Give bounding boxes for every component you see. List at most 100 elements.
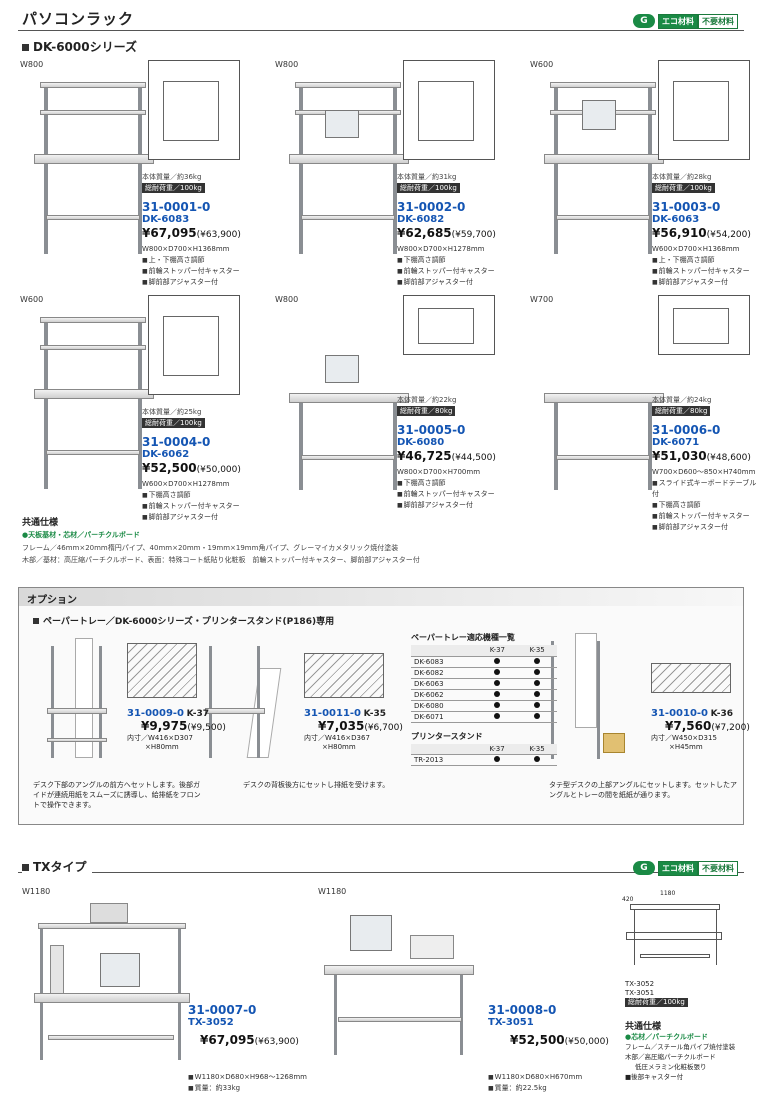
model-cell: DK-6071 (411, 711, 478, 723)
model-cell: DK-6083 (411, 656, 478, 668)
product-code: 31-0002-0 (397, 200, 466, 214)
tx3052-spec: W1180×D680×H968～1268mm 質量：約33kg (188, 1072, 307, 1094)
printer-row: TR-2013 (411, 754, 557, 766)
product-size: W800×D700×H700mm (397, 468, 481, 476)
tx-dim-depth: 420 (622, 896, 634, 903)
product-model: DK-6062 (142, 449, 190, 460)
options-panel: オプション ペーパートレー／DK-6000シリーズ・プリンタースタンド(P186… (18, 587, 750, 825)
compat-mark (517, 700, 557, 712)
option-price: ¥7,560(¥7,200) (665, 719, 750, 733)
product-width: W800 (275, 295, 299, 304)
product-width: W600 (20, 295, 44, 304)
compat-mark (517, 656, 557, 668)
compat-row: DK-6071 (411, 711, 557, 723)
product-load: 総耐荷重／100kg (397, 183, 460, 193)
tx-common-l1: フレーム／スチール角パイプ焼付塗装 (625, 1043, 736, 1051)
product-price: ¥52,500(¥50,000) (142, 461, 241, 475)
page-title: パソコンラック (22, 10, 135, 28)
dimension-drawing (148, 295, 240, 395)
product-features: W800×D700×H1368mm上・下棚高さ調節前輪ストッパー付キャスター脚前… (142, 244, 248, 288)
product-feature: 前輪ストッパー付キャスター (397, 266, 503, 277)
unneeded-badge-tx: 不要材料 (698, 861, 738, 876)
compat-header: K-35 (517, 645, 557, 657)
product-feature: 下棚高さ調節 (397, 478, 503, 489)
product-feature: 上・下棚高さ調節 (652, 255, 758, 266)
compat-table-title: ペーパートレー適応機種一覧 (411, 633, 515, 642)
option-price: ¥7,035(¥6,700) (318, 719, 403, 733)
option-item: 31-0011-0 K-35¥7,035(¥6,700)内寸／W416×D367… (304, 708, 403, 751)
options-heading: オプション (19, 588, 743, 606)
tray-k37-image (127, 643, 197, 698)
tx3051-spec: W1180×D680×H670mm 質量：約22.5kg (488, 1072, 582, 1094)
product-size: W600×D700×H1368mm (652, 245, 740, 253)
tx-dim-width: 1180 (660, 890, 676, 897)
product-feature: 脚前部アジャスター付 (652, 522, 758, 533)
product-code: 31-0001-0 (142, 200, 211, 214)
product-size: W700×D600～850×H740mm (652, 468, 756, 476)
compat-header: K-37 (477, 645, 518, 657)
product-feature: 脚前部アジャスター付 (652, 277, 758, 288)
product-size: W800×D700×H1278mm (397, 245, 485, 253)
option-size1: 内寸／W416×D307 (127, 734, 193, 742)
option-size2: ×H80mm (145, 743, 179, 751)
option-photo-k37 (35, 638, 125, 763)
tx3052-code: 31-0007-0 (188, 1003, 257, 1017)
compat-mark (517, 711, 557, 723)
product-model: DK-6063 (652, 214, 700, 225)
product-price: ¥67,095(¥63,900) (142, 226, 241, 240)
product-model: DK-6080 (397, 437, 445, 448)
product-price: ¥62,685(¥59,700) (397, 226, 496, 240)
product-feature: 下棚高さ調節 (142, 490, 248, 501)
product-price: ¥46,725(¥44,500) (397, 449, 496, 463)
dimension-drawing (658, 295, 750, 355)
tx-dimension-drawing: 1180 420 (620, 890, 740, 975)
tx-common-material: ●芯材／パーチクルボード (625, 1033, 708, 1041)
option-description: デスク下部のアングルの前方へセットします。後部ガイドが連続用紙をスムーズに誘導し… (33, 781, 201, 809)
tx-diagram-models: TX-3052 TX-3051 総耐荷重／100kg (625, 980, 688, 1007)
product-load: 総耐荷重／100kg (142, 183, 205, 193)
compat-row: DK-6083 (411, 656, 557, 668)
compat-mark (517, 667, 557, 679)
product-price: ¥51,030(¥48,600) (652, 449, 751, 463)
product-mass: 本体質量／約31kg (397, 173, 457, 181)
tx-common-l3: 低圧メラミン化粧板張り (635, 1063, 707, 1071)
product-code: 31-0004-0 (142, 435, 211, 449)
model-cell: TR-2013 (411, 754, 478, 766)
product-photo (540, 305, 664, 495)
product-width: W800 (275, 60, 299, 69)
compat-mark (477, 754, 518, 766)
tx-load: 総耐荷重／100kg (625, 998, 688, 1007)
product-feature: 脚前部アジャスター付 (397, 277, 503, 288)
product-mass: 本体質量／約28kg (652, 173, 712, 181)
tx3052-model: TX-3052 (188, 1017, 234, 1028)
compat-header (411, 645, 478, 657)
dimension-drawing (403, 60, 495, 160)
option-size1: 内寸／W416×D367 (304, 734, 370, 742)
product-size: W600×D700×H1278mm (142, 480, 230, 488)
option-model: K-35 (363, 709, 387, 719)
g-mark-logo: G (633, 14, 655, 28)
option-size1: 内寸／W450×D315 (651, 734, 717, 742)
compat-mark (477, 667, 518, 679)
product-feature: 前輪ストッパー付キャスター (142, 266, 248, 277)
product-feature: 脚前部アジャスター付 (142, 277, 248, 288)
product-mass: 本体質量／約36kg (142, 173, 202, 181)
common-spec-line1: フレーム／46mm×20mm楕円パイプ、40mm×20mm・19mm×19mm角… (22, 544, 399, 552)
product-feature: 脚前部アジャスター付 (397, 500, 503, 511)
tx3051-photo (320, 895, 480, 1065)
product-photo (30, 305, 154, 495)
dimension-drawing (658, 60, 750, 160)
product-photo (30, 70, 154, 260)
compat-row: DK-6082 (411, 667, 557, 679)
header-rule (18, 30, 744, 31)
option-price: ¥9,975(¥9,500) (141, 719, 226, 733)
tx-common-heading: 共通仕様 (625, 1022, 662, 1032)
tx3051-width: W1180 (318, 887, 347, 896)
option-item: 31-0010-0 K-36¥7,560(¥7,200)内寸／W450×D315… (651, 708, 750, 751)
dimension-drawing (403, 295, 495, 355)
